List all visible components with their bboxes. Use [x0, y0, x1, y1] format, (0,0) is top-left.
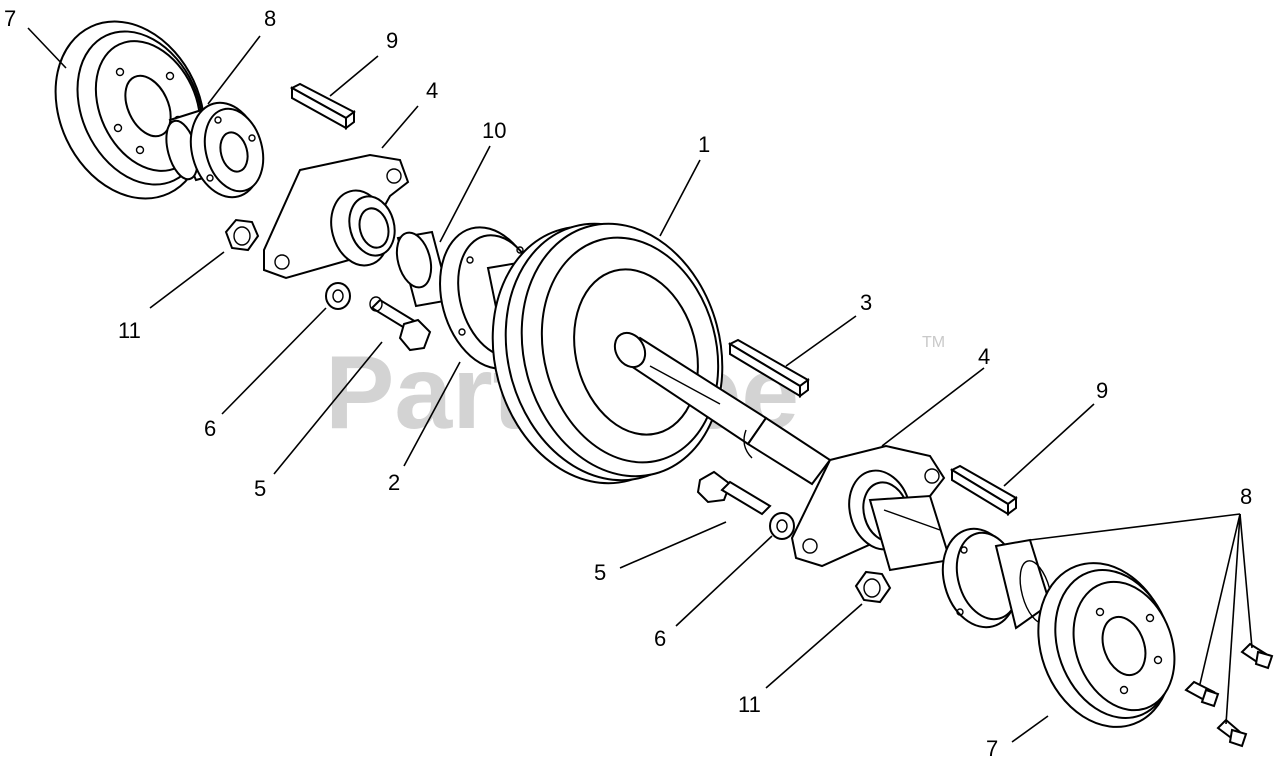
part-spacer-shaft[interactable] — [391, 229, 452, 308]
callout-11: 11 — [118, 318, 141, 343]
part-flange-bearing-lower[interactable] — [790, 444, 952, 572]
callout-6: 6 — [654, 626, 666, 651]
callout-4: 4 — [978, 344, 990, 369]
part-screws[interactable] — [1184, 642, 1274, 748]
part-lock-washer-lower[interactable] — [769, 512, 795, 540]
callout-2: 2 — [388, 470, 400, 495]
part-nut-upper[interactable] — [224, 218, 260, 252]
part-taper-hub-lower[interactable] — [932, 520, 1058, 635]
part-key-main[interactable] — [727, 338, 810, 398]
callout-4: 4 — [426, 78, 438, 103]
part-nut-lower[interactable] — [854, 570, 892, 604]
leader-lines — [27, 27, 1253, 743]
part-bolt-upper[interactable] — [369, 296, 432, 352]
callout-8: 8 — [1240, 484, 1252, 509]
part-bolt-lower[interactable] — [696, 470, 772, 516]
part-pulley-right[interactable] — [1016, 544, 1194, 746]
part-lock-washer-upper[interactable] — [325, 282, 351, 310]
callout-5: 5 — [254, 476, 266, 501]
callout-11: 11 — [738, 692, 761, 717]
callout-1: 1 — [698, 132, 710, 157]
part-key-upper[interactable] — [289, 82, 356, 130]
part-pulley-left[interactable] — [28, 0, 233, 223]
part-key-lower[interactable] — [949, 464, 1018, 516]
callout-6: 6 — [204, 416, 216, 441]
part-flange-bearing-upper[interactable] — [263, 153, 410, 280]
callout-9: 9 — [1096, 378, 1108, 403]
callout-9: 9 — [386, 28, 398, 53]
callout-10: 10 — [482, 118, 506, 143]
part-taper-hub-left[interactable] — [161, 95, 272, 205]
callout-8: 8 — [264, 6, 276, 31]
callout-7: 7 — [4, 6, 16, 31]
callout-5: 5 — [594, 560, 606, 585]
part-main-shaft[interactable] — [609, 327, 832, 486]
callout-7: 7 — [986, 736, 998, 761]
callout-labels: 7 8 9 4 10 1 11 6 5 2 3 4 9 8 5 6 11 7 — [4, 6, 1252, 761]
callout-3: 3 — [860, 290, 872, 315]
watermark-trademark: TM — [922, 334, 945, 351]
